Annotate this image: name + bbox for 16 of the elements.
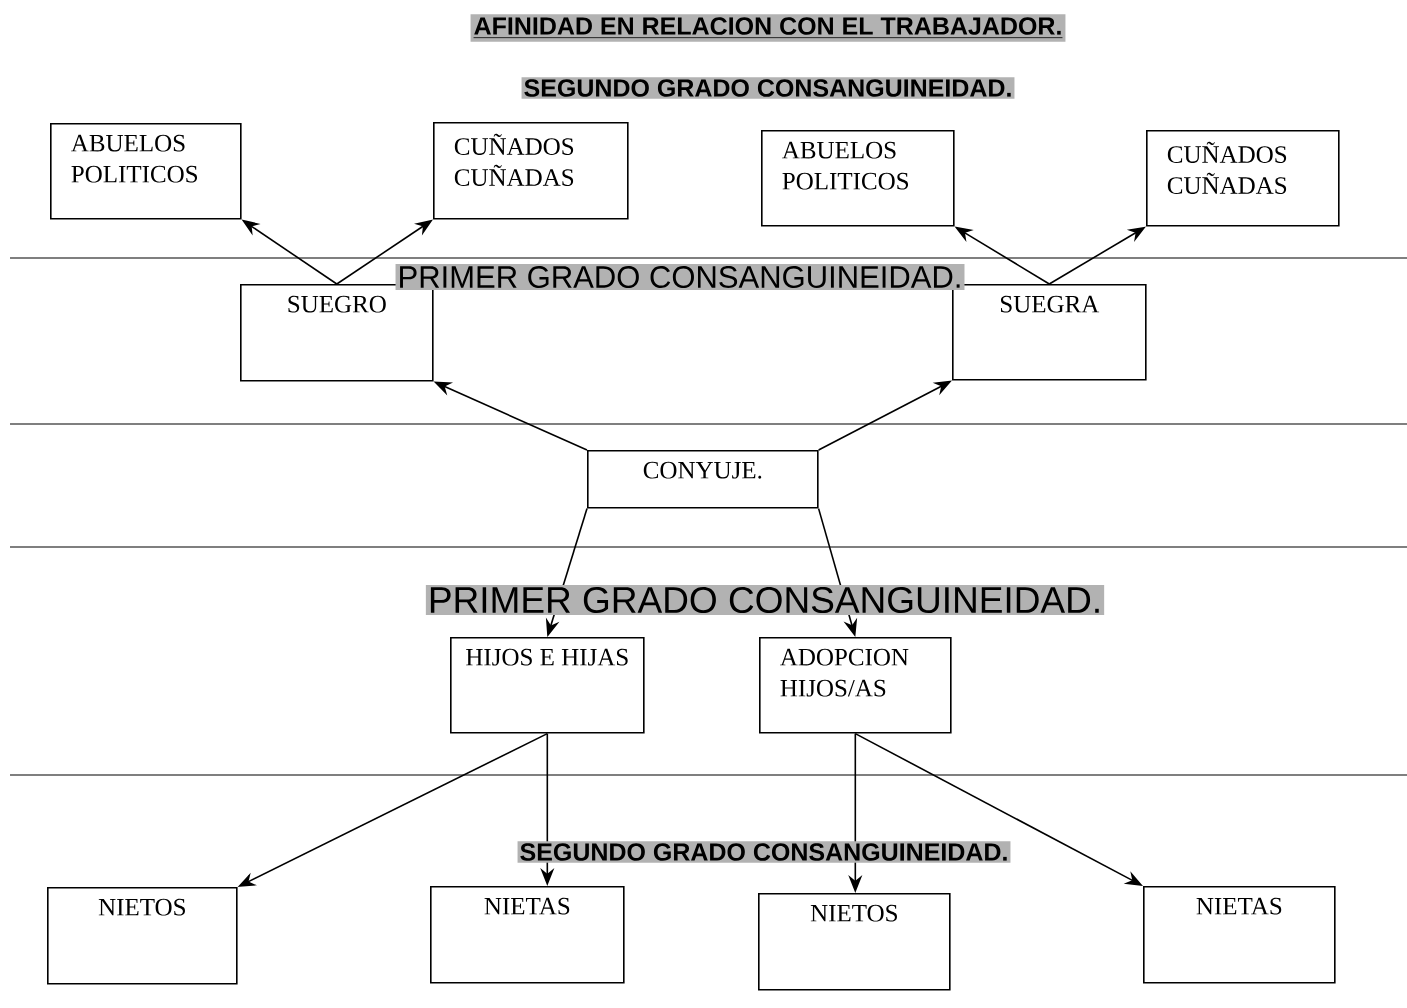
band-heading: SEGUNDO GRADO CONSANGUINEIDAD. bbox=[517, 841, 1011, 863]
box: CONYUJE. bbox=[587, 450, 819, 509]
box: ADOPCION HIJOS/AS bbox=[759, 637, 952, 734]
box: NIETOS bbox=[47, 887, 238, 985]
page-title: AFINIDAD EN RELACION CON EL TRABAJADOR. bbox=[470, 14, 1066, 42]
band-heading: SEGUNDO GRADO CONSANGUINEIDAD. bbox=[521, 77, 1015, 99]
box: NIETAS bbox=[1143, 886, 1336, 984]
band-heading: PRIMER GRADO CONSANGUINEIDAD. bbox=[395, 264, 965, 290]
band-heading: PRIMER GRADO CONSANGUINEIDAD. bbox=[425, 584, 1105, 616]
box: NIETOS bbox=[758, 893, 951, 991]
box: NIETAS bbox=[430, 886, 625, 984]
box: ABUELOS POLITICOS bbox=[50, 123, 242, 220]
box: ABUELOS POLITICOS bbox=[761, 130, 955, 227]
box: CUÑADOS CUÑADAS bbox=[1146, 130, 1340, 227]
box: CUÑADOS CUÑADAS bbox=[433, 122, 629, 220]
box: HIJOS E HIJAS bbox=[450, 637, 645, 734]
